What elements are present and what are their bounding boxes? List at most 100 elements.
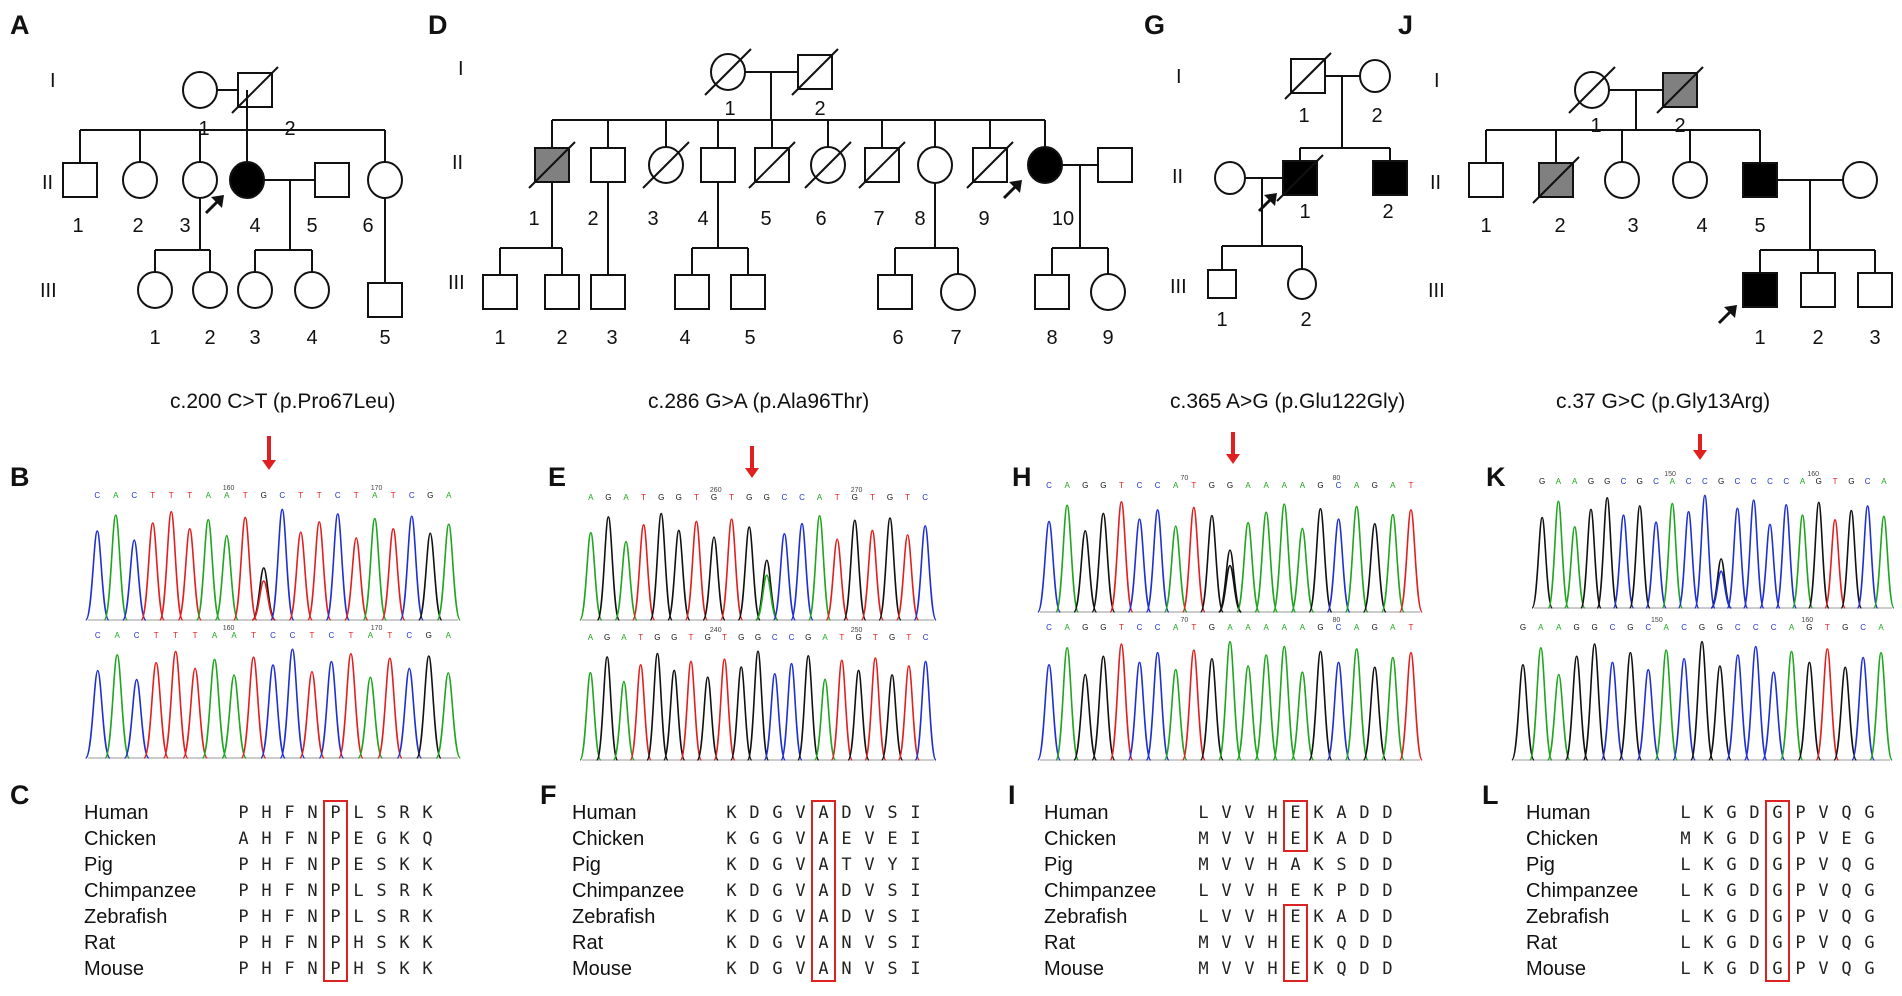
mutation-label: c.200 C>T (p.Pro67Leu) [170,390,396,413]
residue: T [841,855,852,875]
base-call: G [1718,477,1724,486]
base-call: G [1848,477,1854,486]
trace-peak [1127,518,1152,613]
position-tick-label: 250 [851,627,863,634]
residue: G [1726,855,1737,875]
member-number: 6 [362,215,373,237]
residue: H [1267,829,1278,849]
male-symbol [700,147,736,183]
base-call: T [906,633,911,642]
base-call: C [772,633,778,642]
base-call: A [1245,481,1251,490]
base-call: C [782,493,788,502]
residue: K [399,959,410,979]
female-symbol [1672,161,1708,199]
member-number: 4 [697,208,708,230]
trace-peak [1779,650,1804,761]
trace-peak [825,538,849,621]
residue: E [353,829,364,849]
residue: H [1267,933,1278,953]
base-call: A [1538,623,1544,632]
base-call: G [746,493,752,502]
generation-label: II [42,172,54,194]
trace-peak [1163,525,1188,613]
member-number: 2 [204,327,215,349]
residue: G [772,829,783,849]
base-call: T [243,491,248,500]
species-label: Chimpanzee [1526,879,1639,902]
species-label: Pig [1044,853,1073,876]
base-call: G [1082,481,1088,490]
trace-peak [1109,643,1134,761]
residue: P [330,829,341,849]
residue: L [353,803,364,823]
trace-peak [797,655,820,761]
base-call: T [1825,623,1830,632]
trace-peak [1344,505,1369,613]
deceased-slash [804,141,852,189]
residue: P [1336,881,1347,901]
residue: K [1313,803,1324,823]
deceased-slash [1284,52,1332,100]
female-symbol [229,161,265,199]
trace-peak [1580,508,1602,609]
residue: V [1221,829,1232,849]
residue: Q [1336,959,1347,979]
residue: V [864,933,875,953]
trace-peak [343,537,369,621]
residue: M [1198,829,1209,849]
residue: V [1244,803,1255,823]
trace-peak [1600,661,1625,761]
trace-peak [195,518,221,621]
residue: E [1290,933,1301,953]
base-call: C [134,631,140,640]
trace-peak [1073,673,1098,761]
generation-label: I [1176,66,1182,88]
base-call: T [905,493,910,502]
base-call: G [604,633,610,642]
residue: N [307,881,318,901]
base-call: G [1082,623,1088,632]
panel-label-B: B [10,462,30,492]
residue: V [1818,933,1829,953]
trace-peak [1290,671,1315,761]
residue: G [1864,881,1875,901]
base-call: C [1046,623,1052,632]
residue: M [1198,959,1209,979]
generation-label: III [1170,276,1187,298]
male-symbol [1372,160,1408,196]
member-number: 1 [1299,201,1310,223]
female-symbol [1027,146,1063,184]
residue: H [353,933,364,953]
residue: H [1267,803,1278,823]
residue: D [1359,855,1370,875]
residue: K [726,959,737,979]
member-number: 3 [179,215,190,237]
residue: H [1267,881,1278,901]
trace-peak [1326,661,1351,761]
residue: V [864,959,875,979]
base-call: A [1556,477,1562,486]
base-call: C [1860,623,1866,632]
male-symbol [590,274,626,310]
residue: D [1359,803,1370,823]
position-tick-label: 80 [1333,475,1341,482]
trace-peak [376,657,403,759]
base-call: A [1282,481,1288,490]
generation-label: I [458,58,464,80]
trace-peak [1869,651,1893,761]
residue: D [1749,959,1760,979]
residue: V [1244,959,1255,979]
residue: E [841,829,852,849]
residue: N [841,959,852,979]
trace-peak [1127,661,1152,761]
base-call: T [169,491,174,500]
residue: K [726,855,737,875]
base-call: C [1137,623,1143,632]
trace-peak-heterozygous [755,574,779,621]
